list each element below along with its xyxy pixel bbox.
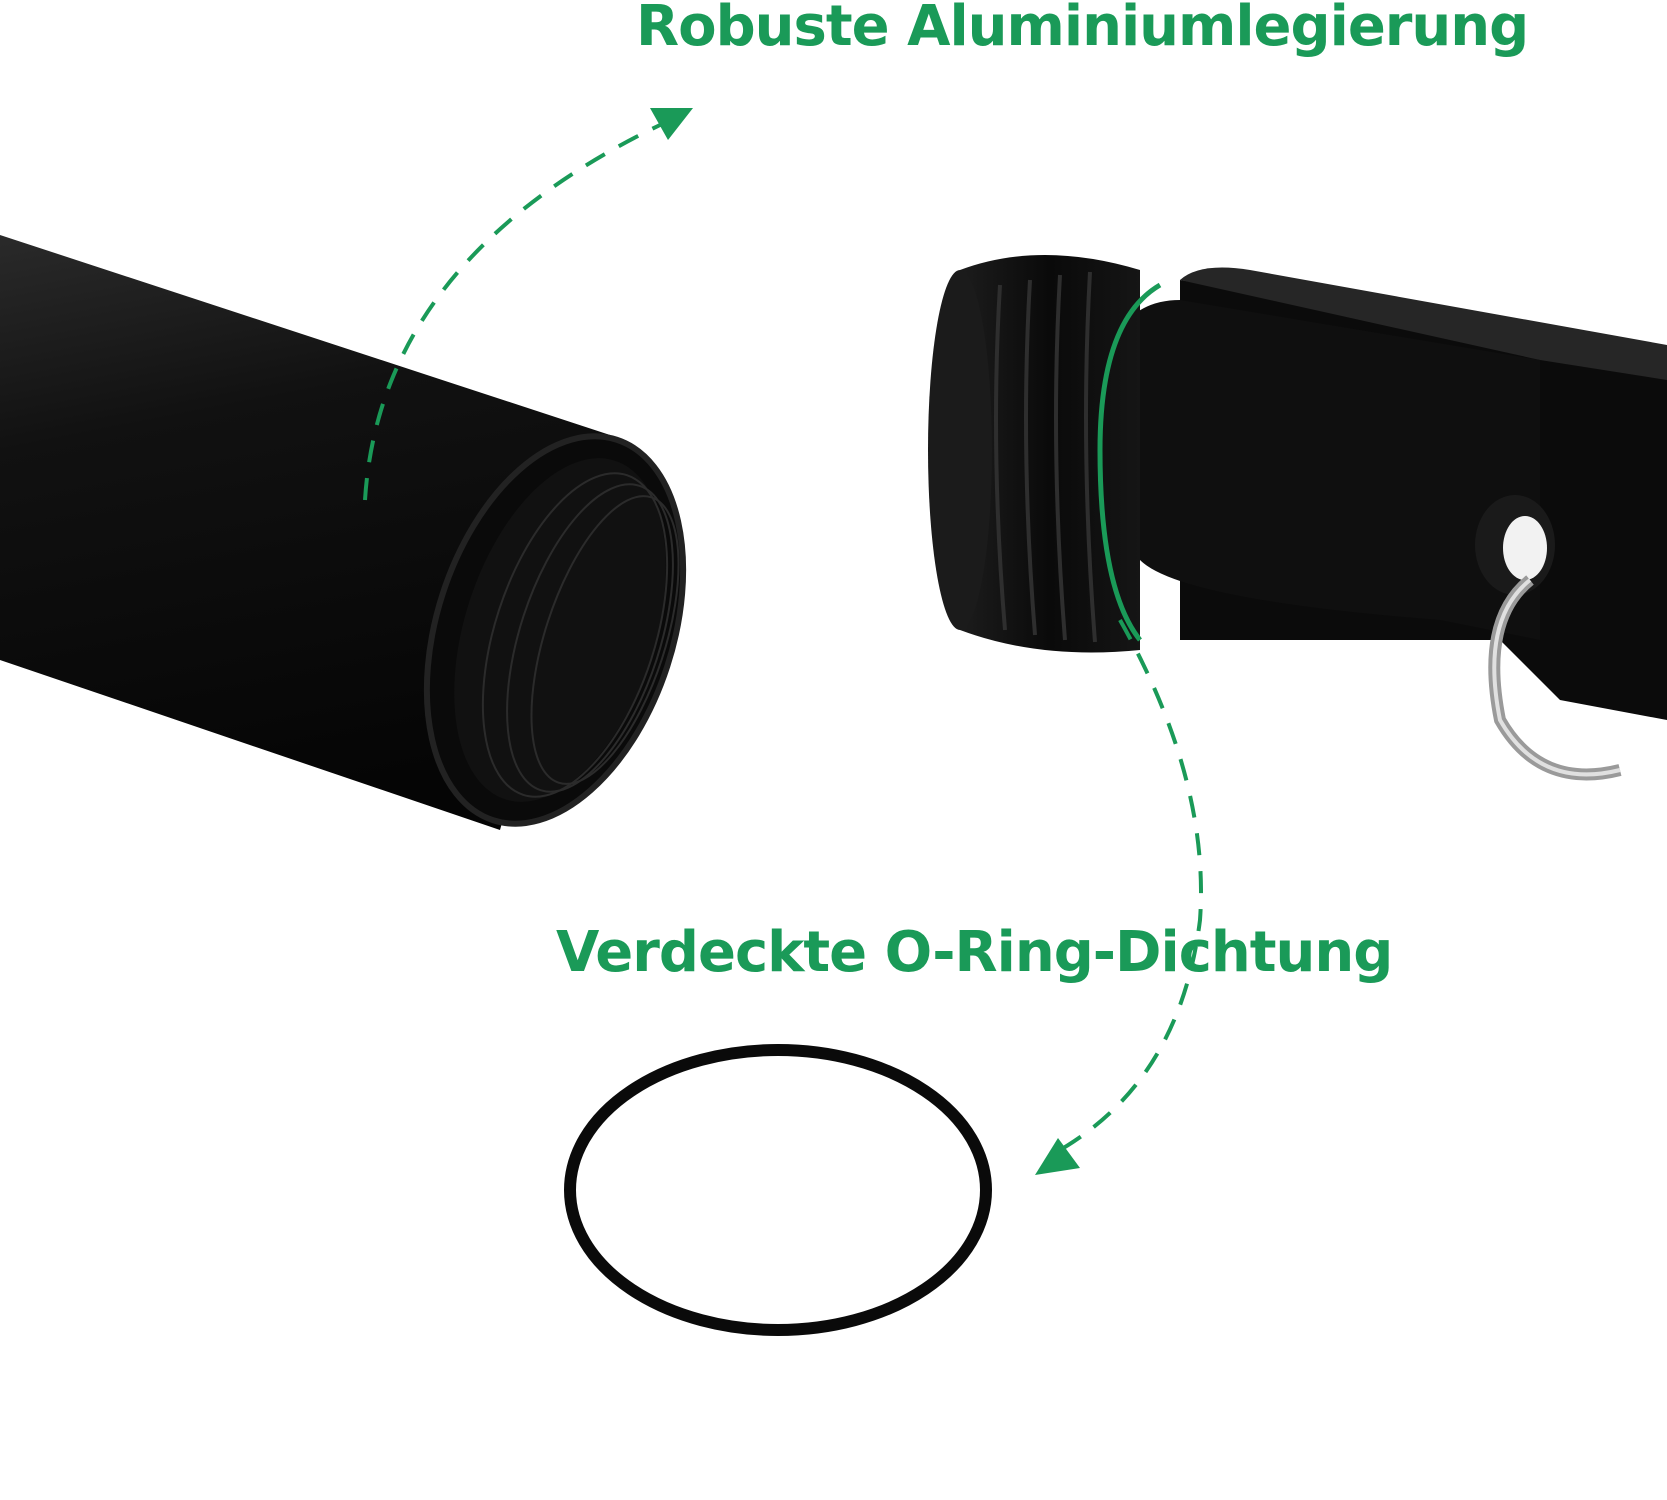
feature-label-o-ring: Verdeckte O-Ring-Dichtung: [556, 920, 1393, 985]
arrowhead-icon: [650, 108, 693, 140]
o-ring: [564, 1044, 992, 1336]
feature-label-aluminium: Robuste Aluminiumlegierung: [636, 0, 1529, 59]
arrow-to-top-label: [363, 108, 693, 501]
threaded-cap: [928, 255, 1667, 781]
o-ring-seal-highlight: [1097, 282, 1162, 642]
arrowhead-icon: [1035, 1138, 1080, 1175]
tube-body: [0, 235, 687, 830]
arrow-to-o-ring: [1035, 619, 1203, 1175]
